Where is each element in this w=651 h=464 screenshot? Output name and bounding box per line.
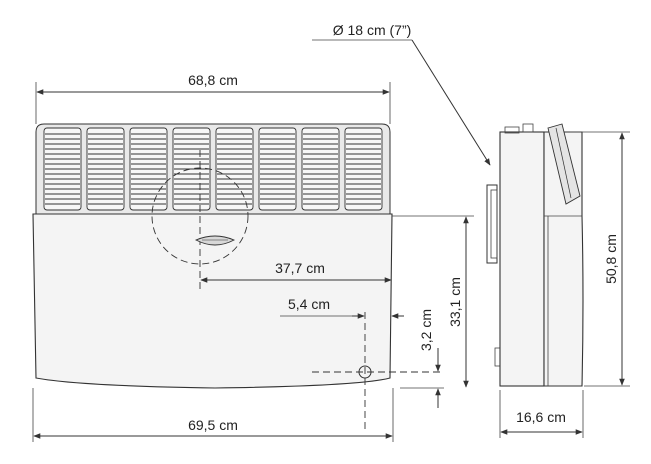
grille-column <box>86 127 125 211</box>
grille-column <box>129 127 168 211</box>
dimension-flue-diameter: Ø 18 cm (7”) <box>312 22 491 166</box>
dimension-bottom-width: 69,5 cm <box>32 388 394 442</box>
dimension-flue-height: 33,1 cm <box>392 215 474 388</box>
label-side-height: 50,8 cm <box>603 234 619 284</box>
dimension-side-depth: 16,6 cm <box>499 390 584 438</box>
label-flue-height: 33,1 cm <box>447 277 463 327</box>
label-flue-diameter: Ø 18 cm (7”) <box>333 22 412 38</box>
label-inlet-vertical: 3,2 cm <box>418 309 434 351</box>
grille-column <box>344 127 383 211</box>
side-view <box>486 123 584 387</box>
dimension-side-height: 50,8 cm <box>570 131 630 387</box>
label-flue-offset: 37,7 cm <box>275 260 325 276</box>
dimension-inlet-horizontal: 5,4 cm <box>280 296 404 319</box>
front-grille <box>35 123 391 215</box>
top-fitting-1 <box>504 126 520 134</box>
top-fitting-2 <box>522 123 534 133</box>
dimension-inlet-vertical: 3,2 cm <box>400 309 444 408</box>
dimension-top-width: 68,8 cm <box>35 72 391 124</box>
label-top-width: 68,8 cm <box>188 72 238 88</box>
dimension-flue-offset: 37,7 cm <box>200 260 392 283</box>
label-side-depth: 16,6 cm <box>516 409 566 425</box>
rear-stub <box>494 347 501 367</box>
brand-badge <box>194 235 236 246</box>
grille-column <box>172 127 211 211</box>
side-back-panel <box>499 131 545 387</box>
label-bottom-width: 69,5 cm <box>188 417 238 433</box>
flue-collar <box>486 184 498 264</box>
grille-column <box>301 127 340 211</box>
grille-column <box>215 127 254 211</box>
front-body <box>32 213 393 389</box>
grille-columns <box>43 127 383 211</box>
grille-column <box>258 127 297 211</box>
label-inlet-horizontal: 5,4 cm <box>288 296 330 312</box>
grille-column <box>43 127 82 211</box>
front-view <box>32 123 440 430</box>
